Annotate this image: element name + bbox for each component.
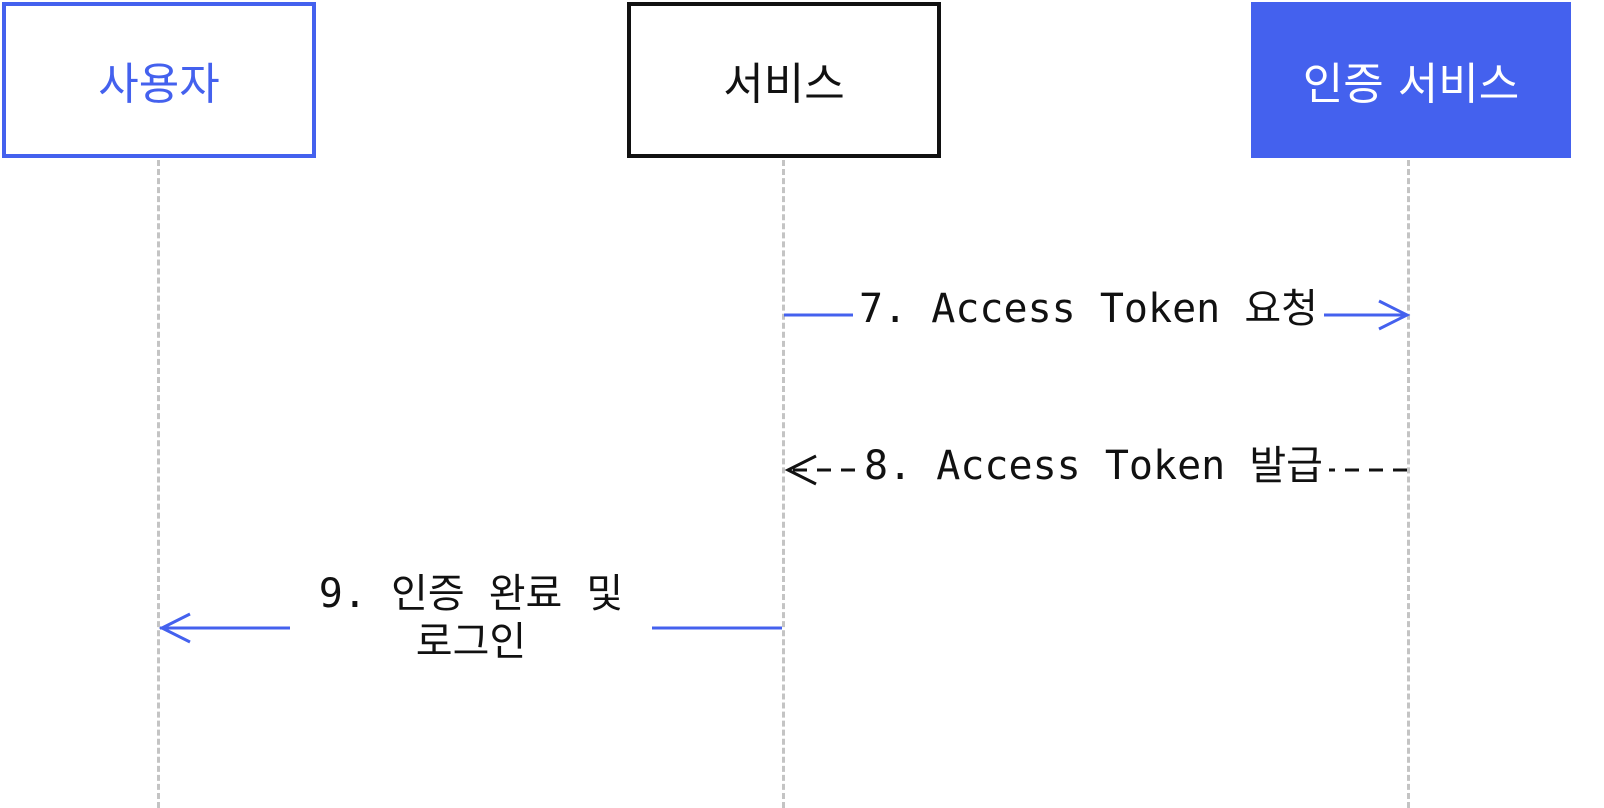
lifeline-service (782, 160, 785, 808)
lifeline-user (157, 160, 160, 808)
message-9-label: 9. 인증 완료 및 로그인 (290, 570, 652, 666)
message-8-arrowhead (784, 454, 817, 486)
message-7-arrowhead (1378, 299, 1411, 331)
lifeline-auth-service (1407, 160, 1410, 808)
message-7-label: 7. Access Token 요청 (853, 285, 1324, 333)
message-9-label-line-2: 로그인 (415, 619, 527, 665)
message-9-label-line-1: 9. 인증 완료 및 (318, 571, 624, 617)
actor-user: 사용자 (2, 2, 316, 158)
actor-auth-service-label: 인증 서비스 (1302, 59, 1520, 110)
message-9-arrowhead (158, 612, 191, 644)
actor-service-label: 서비스 (723, 59, 845, 110)
actor-auth-service: 인증 서비스 (1251, 2, 1571, 158)
message-8-label: 8. Access Token 발급 (858, 442, 1329, 490)
actor-service: 서비스 (627, 2, 941, 158)
actor-user-label: 사용자 (98, 59, 220, 110)
